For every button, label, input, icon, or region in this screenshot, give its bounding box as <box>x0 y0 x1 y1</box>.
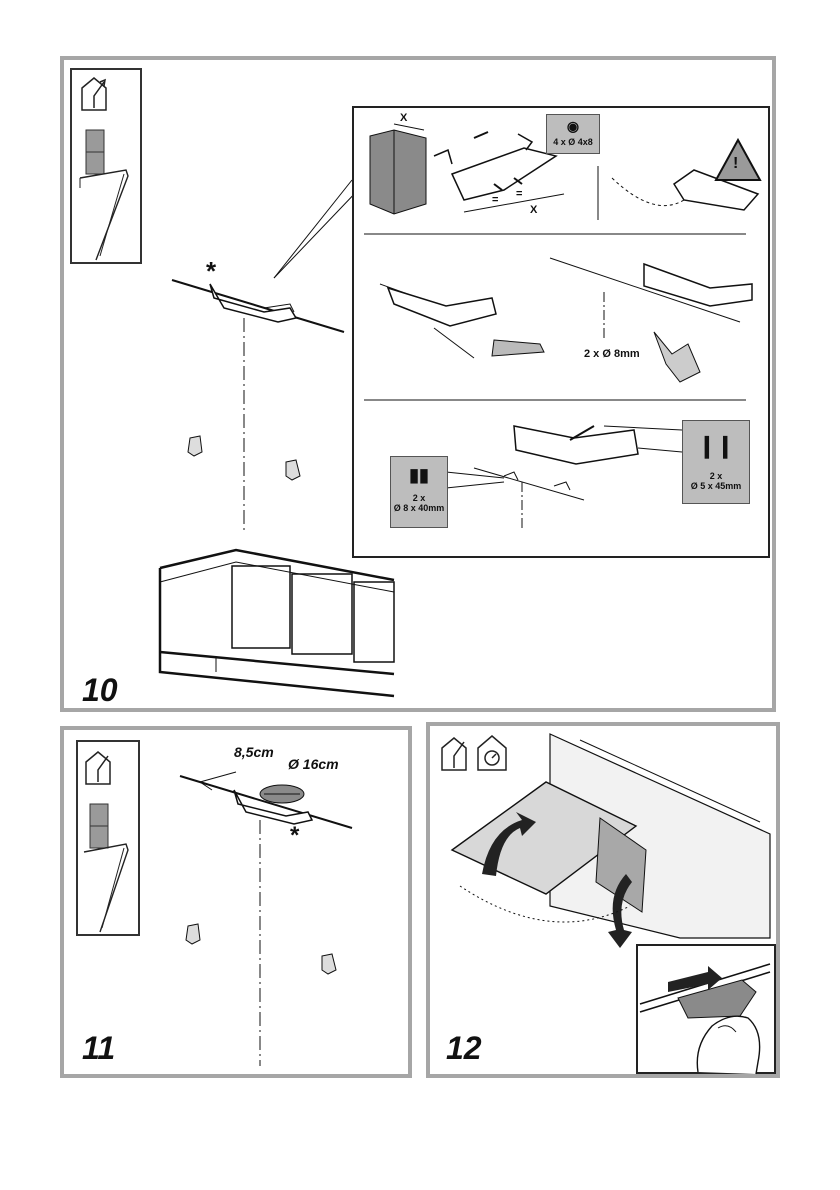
panel-11: 8,5cm Ø 16cm * 11 <box>60 726 412 1078</box>
hand-latch-drawing <box>639 963 771 1075</box>
screw-icon: ◉ <box>566 118 580 134</box>
dimension-x-bottom: X <box>530 204 538 216</box>
step-number-11: 11 <box>82 1030 116 1066</box>
equal-mark-right: = <box>516 188 523 200</box>
detail-box: X X = = ! ◉ 4 x Ø 4x8 2 x Ø 8mm ▮▮ 2 x Ø… <box>352 106 770 558</box>
plugs-qty: 2 x <box>412 493 426 503</box>
house-recirculation-icon <box>477 735 507 771</box>
screws-top-label: 4 x Ø 4x8 <box>553 137 593 147</box>
house-outlet-icon <box>441 737 467 771</box>
equal-mark-left: = <box>492 194 499 206</box>
hood-thumbnail-icon <box>70 68 142 264</box>
plugs-size: Ø 8 x 40mm <box>393 503 445 513</box>
screws-top-box: ◉ 4 x Ø 4x8 <box>546 114 600 154</box>
hood-thumbnail-icon <box>76 740 140 936</box>
distance-label: 8,5cm <box>234 744 274 760</box>
step-number-10: 10 <box>82 672 118 708</box>
drill-label: 2 x Ø 8mm <box>584 348 640 360</box>
long-screw-icon: ❙❙ <box>697 433 735 458</box>
warning-symbol: ! <box>733 155 739 172</box>
bracket-marker: * <box>206 256 217 286</box>
diameter-label: Ø 16cm <box>288 756 339 772</box>
step-number-12: 12 <box>446 1030 482 1066</box>
panel-10: * <box>60 56 776 712</box>
plugs-box: ▮▮ 2 x Ø 8 x 40mm <box>390 456 448 528</box>
detail-drawing <box>364 123 762 528</box>
bracket-position-drawing <box>179 771 353 1066</box>
screws-size: Ø 5 x 45mm <box>690 481 742 491</box>
house-outlet-icon <box>83 751 129 933</box>
warning-icon <box>714 137 762 181</box>
filter-install-drawing <box>441 733 771 948</box>
house-outlet-icon <box>79 77 129 261</box>
screws-box: ❙❙ 2 x Ø 5 x 45mm <box>682 420 750 504</box>
filter-latch-detail <box>636 944 776 1075</box>
panel-12: 12 <box>426 722 780 1078</box>
plug-icon: ▮▮ <box>409 465 429 485</box>
bracket-wall-drawing <box>158 179 395 698</box>
screws-qty: 2 x <box>709 471 723 481</box>
dimension-x-top: X <box>400 112 408 124</box>
bracket-marker: * <box>290 822 300 849</box>
